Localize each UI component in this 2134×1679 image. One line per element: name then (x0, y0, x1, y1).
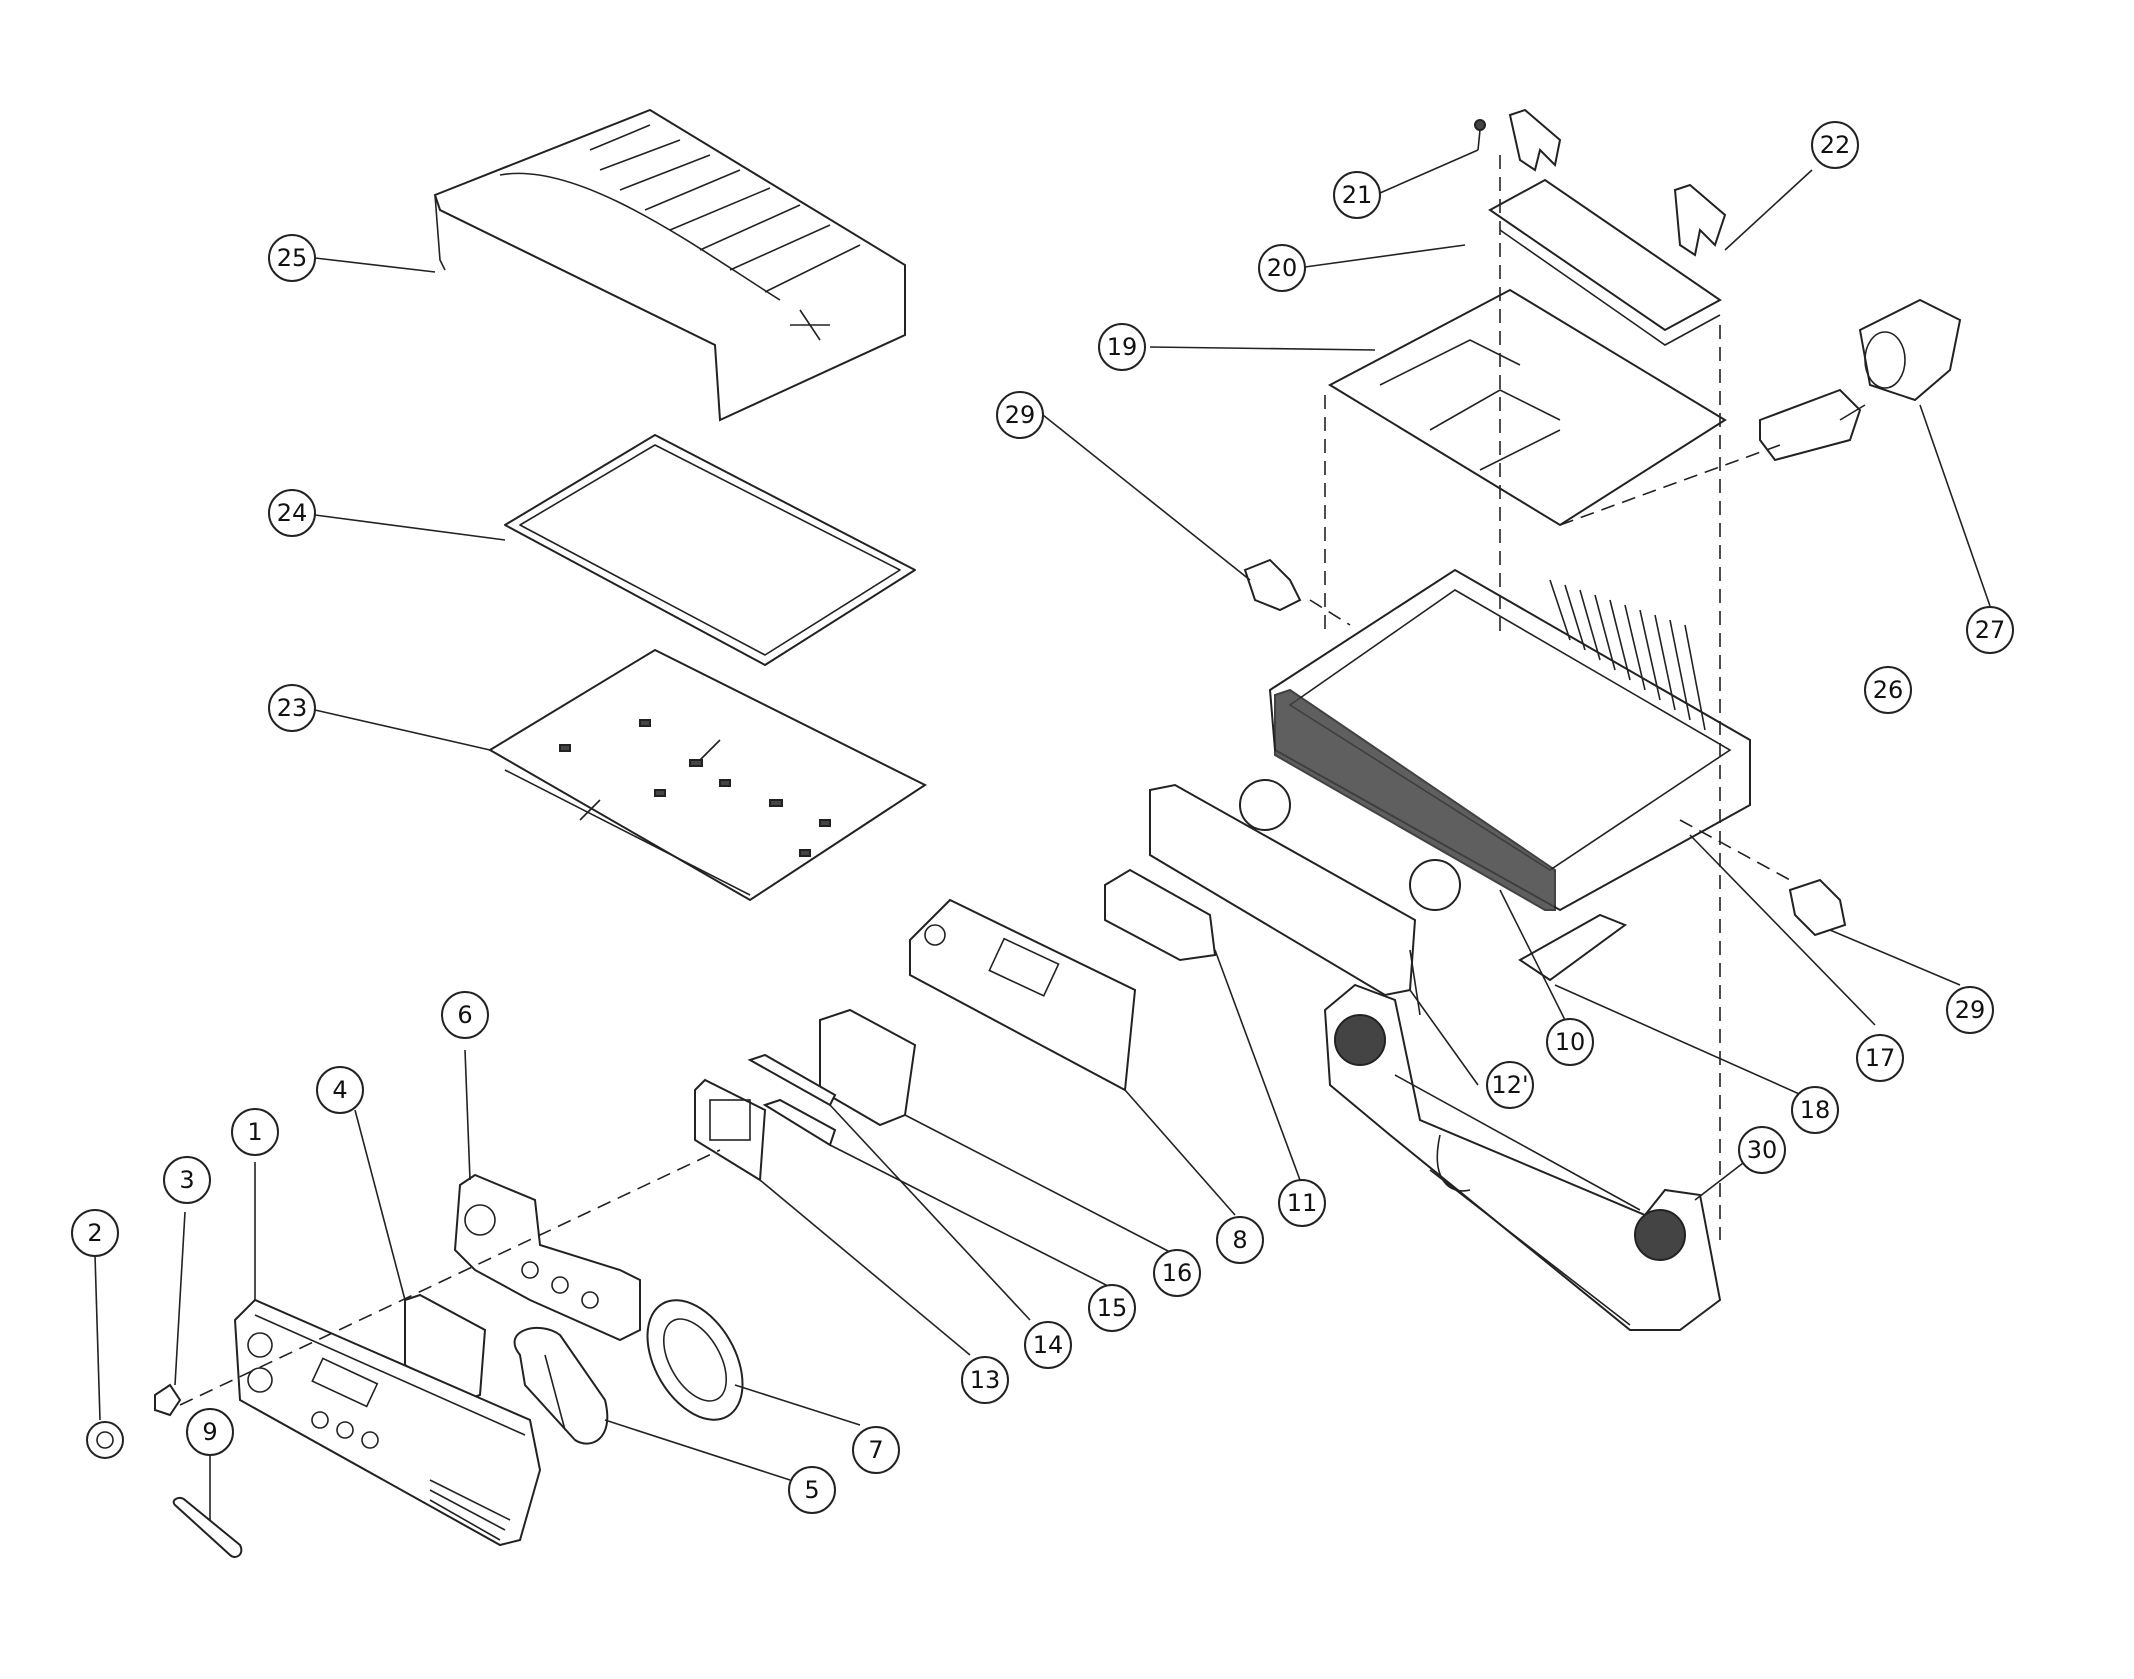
callout-29-upper: 29 (996, 391, 1044, 439)
callout-26: 26 (1864, 666, 1912, 714)
svg-text:30: 30 (1747, 1136, 1778, 1164)
part-main-pcb (488, 648, 928, 902)
svg-text:17: 17 (1865, 1044, 1896, 1072)
svg-text:29: 29 (1955, 996, 1986, 1024)
svg-text:20: 20 (1267, 254, 1298, 282)
part-knob-upper (1243, 558, 1302, 612)
callout-17: 17 (1856, 1034, 1904, 1082)
part-label-11 (1104, 868, 1217, 962)
svg-text:2: 2 (87, 1219, 102, 1247)
part-gasket-frame (504, 434, 916, 666)
part-clips (1474, 108, 1727, 257)
callout-11: 11 (1278, 1179, 1326, 1227)
callout-13: 13 (961, 1356, 1009, 1404)
part-speaker-seal-5 (513, 1326, 609, 1445)
callout-29-lower: 29 (1946, 986, 1994, 1034)
svg-text:3: 3 (179, 1166, 194, 1194)
part-top-cover (433, 108, 906, 422)
callout-20: 20 (1258, 244, 1306, 292)
callout-27: 27 (1966, 606, 2014, 654)
part-pad-18 (1518, 913, 1628, 982)
svg-text:22: 22 (1820, 131, 1851, 159)
svg-text:23: 23 (277, 694, 308, 722)
svg-text:27: 27 (1975, 616, 2006, 644)
svg-text:25: 25 (277, 244, 308, 272)
part-cover-plate-26 (1759, 388, 1862, 462)
callout-23: 23 (268, 684, 316, 732)
svg-text:11: 11 (1287, 1189, 1318, 1217)
part-strip-14 (747, 1053, 837, 1107)
callout-14: 14 (1024, 1321, 1072, 1369)
svg-text:8: 8 (1232, 1226, 1247, 1254)
part-mounting-bracket (1323, 983, 1722, 1331)
callout-9: 9 (186, 1408, 234, 1456)
callout-30: 30 (1738, 1126, 1786, 1174)
callout-6: 6 (441, 991, 489, 1039)
part-frame-16 (819, 1008, 917, 1127)
svg-text:14: 14 (1033, 1331, 1064, 1359)
part-fan-27 (1858, 298, 1962, 402)
callout-4: 4 (316, 1066, 364, 1114)
part-strip-15 (762, 1098, 837, 1147)
callout-3: 3 (163, 1156, 211, 1204)
svg-text:9: 9 (202, 1418, 217, 1446)
callout-10: 10 (1546, 1018, 1594, 1066)
svg-text:5: 5 (804, 1476, 819, 1504)
svg-text:26: 26 (1873, 676, 1904, 704)
part-speaker-7 (646, 1299, 744, 1421)
svg-text:29: 29 (1005, 401, 1036, 429)
svg-text:10: 10 (1555, 1028, 1586, 1056)
callout-5: 5 (788, 1466, 836, 1514)
part-lcd-13 (694, 1078, 767, 1182)
callout-22: 22 (1811, 121, 1859, 169)
part-knob-2 (86, 1421, 124, 1459)
svg-text:15: 15 (1097, 1294, 1128, 1322)
callout-8: 8 (1216, 1216, 1264, 1264)
svg-text:13: 13 (970, 1366, 1001, 1394)
part-plug-10b (1409, 859, 1461, 911)
leader-lines (94, 149, 1991, 1520)
callout-25: 25 (268, 234, 316, 282)
svg-text:21: 21 (1342, 181, 1373, 209)
callout-15: 15 (1088, 1284, 1136, 1332)
callout-12: 12' (1486, 1061, 1534, 1109)
part-front-panel-1 (233, 1298, 542, 1547)
part-connector-block (1488, 178, 1722, 346)
callout-18: 18 (1791, 1086, 1839, 1134)
part-plug-10a (1239, 779, 1291, 831)
svg-text:4: 4 (332, 1076, 347, 1104)
svg-text:1: 1 (247, 1118, 262, 1146)
part-label-9 (172, 1496, 243, 1558)
part-chassis-board (1327, 288, 1727, 527)
callout-7: 7 (852, 1426, 900, 1474)
callout-16: 16 (1153, 1249, 1201, 1297)
callout-19: 19 (1098, 323, 1146, 371)
svg-text:24: 24 (277, 499, 308, 527)
svg-text:6: 6 (457, 1001, 472, 1029)
svg-text:12': 12' (1491, 1071, 1528, 1099)
svg-text:19: 19 (1107, 333, 1138, 361)
callout-24: 24 (268, 489, 316, 537)
part-knob-lower (1788, 878, 1847, 937)
svg-text:7: 7 (868, 1436, 883, 1464)
callout-21: 21 (1333, 171, 1381, 219)
part-main-housing (1268, 568, 1751, 912)
part-bushing-3 (154, 1383, 182, 1417)
part-keypad-6 (453, 1173, 641, 1342)
svg-text:18: 18 (1800, 1096, 1831, 1124)
assembly-lines (179, 155, 1791, 1406)
callout-2: 2 (71, 1209, 119, 1257)
part-front-board (909, 898, 1137, 1092)
svg-text:16: 16 (1162, 1259, 1193, 1287)
callout-1: 1 (231, 1108, 279, 1156)
